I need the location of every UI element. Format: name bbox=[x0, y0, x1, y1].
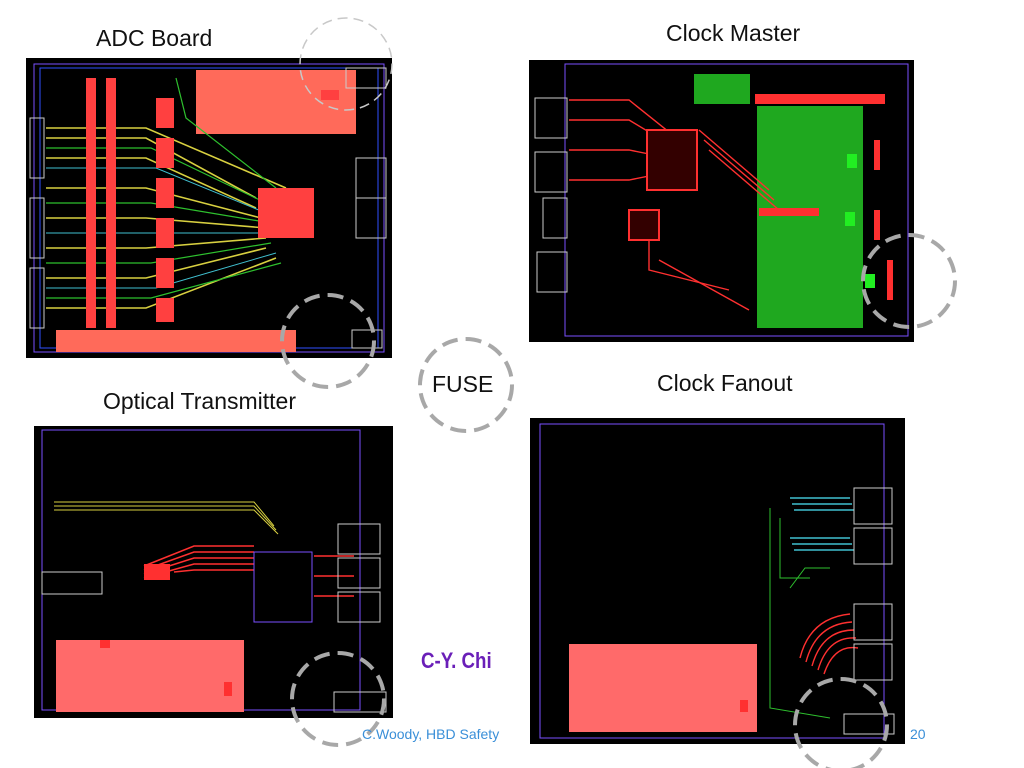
author-name: C-Y. Chi bbox=[421, 648, 492, 673]
adc-board-pcb bbox=[29, 63, 387, 353]
clock-master-title: Clock Master bbox=[666, 20, 801, 46]
adc-board-layout-image bbox=[26, 58, 392, 358]
clock-master-pcb bbox=[534, 63, 909, 337]
fuse-label: FUSE bbox=[432, 371, 494, 397]
page-number: 20 bbox=[910, 726, 926, 742]
optical-transmitter-pcb bbox=[41, 429, 387, 713]
optical-transmitter-title: Optical Transmitter bbox=[103, 388, 296, 414]
optical-transmitter-layout-image bbox=[34, 426, 393, 718]
footer-text: C.Woody, HBD Safety bbox=[362, 726, 500, 742]
clock-fanout-pcb bbox=[539, 423, 895, 739]
clock-fanout-layout-image bbox=[530, 418, 905, 744]
clock-master-layout-image bbox=[529, 60, 914, 342]
clock-fanout-title: Clock Fanout bbox=[657, 370, 793, 396]
adc-board-title: ADC Board bbox=[96, 25, 213, 51]
